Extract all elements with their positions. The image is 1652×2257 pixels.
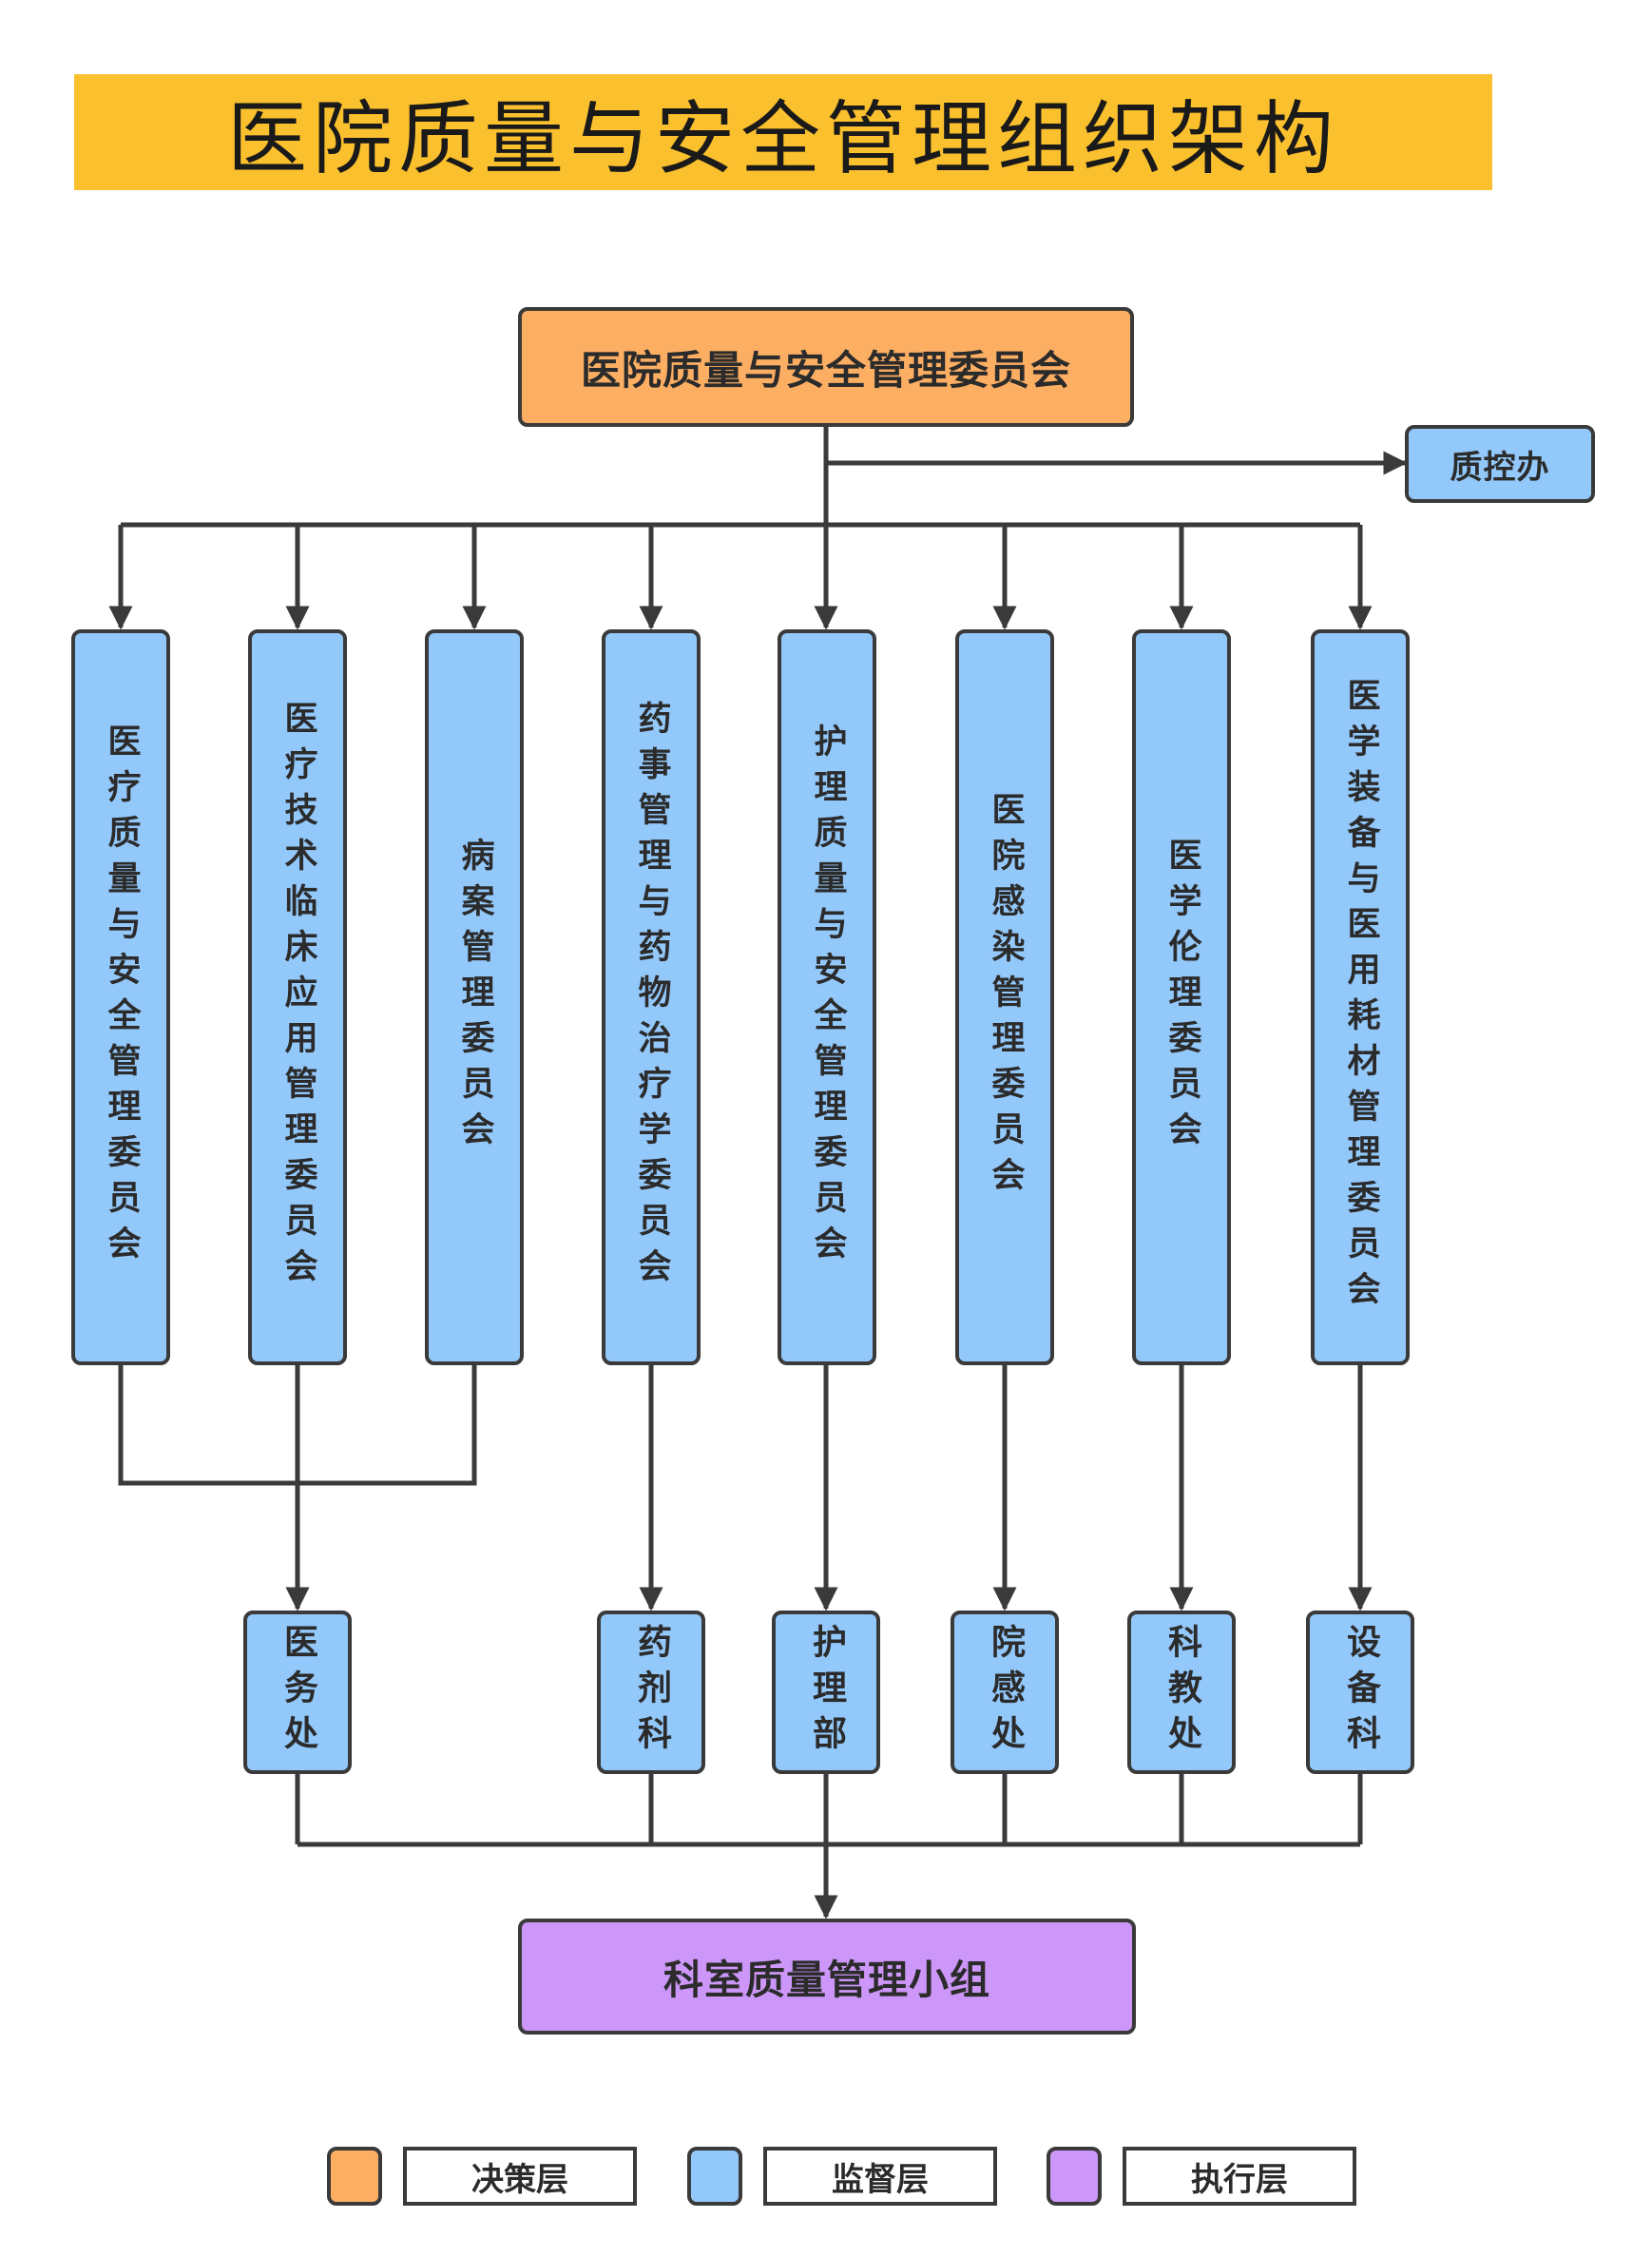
legend-label-decision: 决策层 [403, 2147, 637, 2206]
department-box-5: 科教处 [1127, 1611, 1236, 1774]
committee-box-1: 医疗质量与安全管理委员会 [71, 629, 170, 1365]
committee-label-5: 护理质量与安全管理委员会 [808, 723, 847, 1271]
department-box-3: 护理部 [772, 1611, 880, 1774]
legend-label-execute: 执行层 [1123, 2147, 1356, 2206]
department-label-5: 科教处 [1162, 1624, 1201, 1761]
department-box-4: 院感处 [951, 1611, 1059, 1774]
committee-label-2: 医疗技术临床应用管理委员会 [279, 701, 317, 1294]
department-box-1: 医务处 [243, 1611, 352, 1774]
committee-box-2: 医疗技术临床应用管理委员会 [248, 629, 347, 1365]
decision-committee-label: 医院质量与安全管理委员会 [580, 346, 1071, 394]
committee-label-8: 医学装备与医用耗材管理委员会 [1341, 678, 1380, 1317]
committee-box-4: 药事管理与药物治疗学委员会 [602, 629, 701, 1365]
committee-label-3: 病案管理委员会 [455, 838, 494, 1157]
execution-group-label: 科室质量管理小组 [663, 1956, 990, 2003]
decision-committee-box: 医院质量与安全管理委员会 [518, 307, 1134, 427]
title-banner: 医院质量与安全管理组织架构 [74, 74, 1492, 190]
qc-office-box: 质控办 [1405, 425, 1595, 503]
department-label-6: 设备科 [1341, 1624, 1380, 1761]
department-label-1: 医务处 [279, 1624, 317, 1761]
committee-box-7: 医学伦理委员会 [1132, 629, 1231, 1365]
committee-box-8: 医学装备与医用耗材管理委员会 [1311, 629, 1410, 1365]
department-label-2: 药剂科 [632, 1624, 671, 1761]
committee-box-3: 病案管理委员会 [425, 629, 524, 1365]
page-title: 医院质量与安全管理组织架构 [226, 91, 1339, 185]
legend-label-supervise: 监督层 [763, 2147, 997, 2206]
committee-box-5: 护理质量与安全管理委员会 [778, 629, 876, 1365]
legend-swatch-supervise [687, 2147, 742, 2206]
department-box-6: 设备科 [1306, 1611, 1414, 1774]
execution-group-box: 科室质量管理小组 [518, 1919, 1136, 2035]
department-label-3: 护理部 [807, 1624, 846, 1761]
committee-label-4: 药事管理与药物治疗学委员会 [632, 701, 671, 1294]
committee-label-6: 医院感染管理委员会 [986, 792, 1025, 1203]
committee-box-6: 医院感染管理委员会 [955, 629, 1054, 1365]
committee-label-7: 医学伦理委员会 [1162, 838, 1201, 1157]
department-box-2: 药剂科 [597, 1611, 705, 1774]
legend-swatch-decision [327, 2147, 382, 2206]
committee-label-1: 医疗质量与安全管理委员会 [102, 723, 141, 1271]
qc-office-label: 质控办 [1450, 448, 1550, 487]
legend-swatch-execute [1047, 2147, 1102, 2206]
department-label-4: 院感处 [986, 1624, 1025, 1761]
